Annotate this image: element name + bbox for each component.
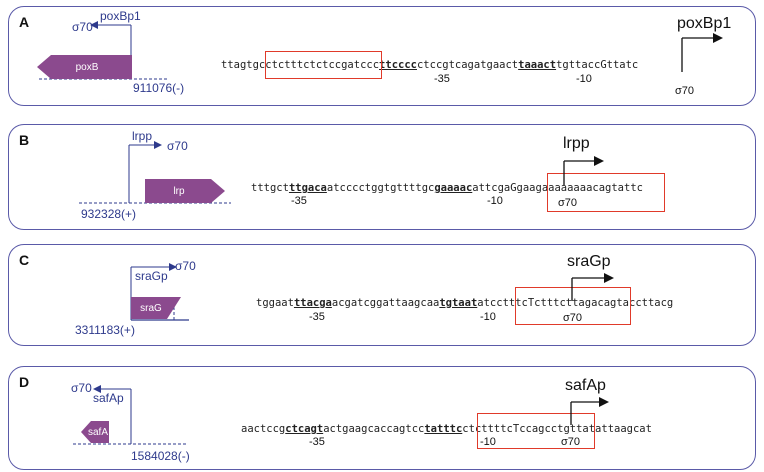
minus10-box: taaact	[518, 59, 557, 71]
label-minus35: -35	[309, 311, 325, 323]
sigma-small-label: σ70	[167, 139, 188, 153]
label-minus10: -10	[487, 195, 503, 207]
panel-d: D σ70 safAp safA 1584028(-) aactccgctcag…	[8, 366, 756, 470]
gene-arrow	[131, 297, 181, 319]
panel-b: B lrpp σ70 lrp 932328(+) tttgctttgacaatc…	[8, 124, 756, 230]
minus35-box: ttacga	[293, 297, 332, 309]
sigma-small-label: σ70	[72, 20, 93, 34]
promoter-small-label: poxBp1	[100, 9, 141, 23]
panel-a: A poxBp1 σ70 poxB 911076(-) ttagtgcctctt…	[8, 6, 756, 106]
label-minus35: -35	[309, 436, 325, 448]
label-minus35: -35	[291, 195, 307, 207]
promoter-sequence: tggaatttacgaacgatcggattaagcaatgtaatatcct…	[256, 297, 673, 309]
minus10-box: gaaaac	[434, 182, 473, 194]
minus35-box: ctcagt	[285, 423, 324, 435]
highlight-box	[547, 173, 665, 212]
label-sigma70: σ70	[561, 436, 581, 448]
promoter-label: safAp	[565, 377, 606, 394]
seq-spacer: ctccgtcagatgaact	[416, 59, 519, 71]
minus10-box: tgtaat	[439, 297, 478, 309]
gene-arrow	[81, 421, 109, 443]
promoter-sequence: aactccgctcagtactgaagcaccagtcctatttcctctt…	[241, 423, 652, 435]
promoter-sequence: tttgctttgacaatcccctggtgttttgcgaaaacattcg…	[251, 182, 643, 194]
sigma-small-label: σ70	[71, 381, 92, 395]
highlight-box	[265, 51, 382, 79]
bent-arrow-icon	[570, 397, 609, 425]
seq-spacer: atcccctggtgttttgc	[326, 182, 435, 194]
gene-label: safA	[87, 426, 108, 438]
sigma-small-label: σ70	[175, 259, 196, 273]
label-minus10: -10	[480, 436, 496, 448]
seq-spacer: actgaagcaccagtcc	[323, 423, 425, 435]
seq-downstream: tgttaccGttatc	[556, 59, 639, 71]
bent-arrow-icon	[563, 156, 604, 185]
promoter-sequence: ttagtgcctctttctctccgatcccttccccctccgtcag…	[221, 59, 638, 71]
seq-downstream: ctcttttcTccagcctgttatattaagcat	[462, 423, 652, 435]
label-sigma70: σ70	[563, 312, 583, 324]
gene-label: poxB	[75, 61, 99, 73]
seq-downstream: atcctttcTctttcttagacagtaccttacg	[477, 297, 674, 309]
seq-upstream: tttgct	[251, 182, 289, 194]
label-minus10: -10	[576, 73, 592, 85]
gene-arrow	[37, 55, 132, 79]
seq-upstream: aactccg	[241, 423, 286, 435]
genome-coordinate: 911076(-)	[133, 81, 185, 95]
bent-arrow-icon	[571, 273, 614, 301]
genome-coordinate: 3311183(+)	[75, 323, 135, 337]
minus35-box: ttgaca	[288, 182, 327, 194]
panel-letter: D	[19, 374, 30, 390]
genome-coordinate: 932328(+)	[81, 207, 137, 221]
label-minus35: -35	[434, 73, 450, 85]
seq-upstream: tggaat	[256, 297, 294, 309]
gene-label: sraG	[140, 302, 162, 314]
promoter-label: sraGp	[567, 253, 611, 270]
label-minus10: -10	[480, 311, 496, 323]
promoter-small-label: sraGp	[135, 269, 168, 283]
panel-letter: C	[19, 252, 30, 268]
promoter-label: lrpp	[563, 135, 590, 152]
promoter-small-label: safAp	[93, 391, 124, 405]
minus10-box: tatttc	[424, 423, 463, 435]
label-sigma70: σ70	[675, 85, 695, 97]
seq-upstream: ttagtgcctctttctctccgatccc	[221, 59, 380, 71]
seq-downstream: attcgaGgaagaaaaaaaacagtattc	[472, 182, 643, 194]
promoter-label: poxBp1	[677, 15, 732, 32]
label-sigma70: σ70	[558, 197, 578, 209]
panel-c: C σ70 sraGp sraG 3311183(+) tggaatttacga…	[8, 244, 756, 346]
seq-spacer: acgatcggattaagcaa	[331, 297, 440, 309]
gene-map-lines	[130, 263, 189, 321]
bent-arrow-icon	[681, 33, 723, 72]
panel-letter: A	[19, 14, 30, 30]
gene-map-lines	[79, 141, 231, 204]
genome-coordinate: 1584028(-)	[131, 449, 190, 463]
gene-arrow	[145, 179, 225, 203]
highlight-box	[515, 287, 631, 325]
minus35-box: ttcccc	[379, 59, 417, 71]
highlight-box	[477, 413, 595, 449]
panel-letter: B	[19, 132, 30, 148]
promoter-small-label: lrpp	[132, 129, 153, 143]
gene-map-lines	[73, 385, 187, 445]
gene-label: lrp	[173, 185, 185, 197]
